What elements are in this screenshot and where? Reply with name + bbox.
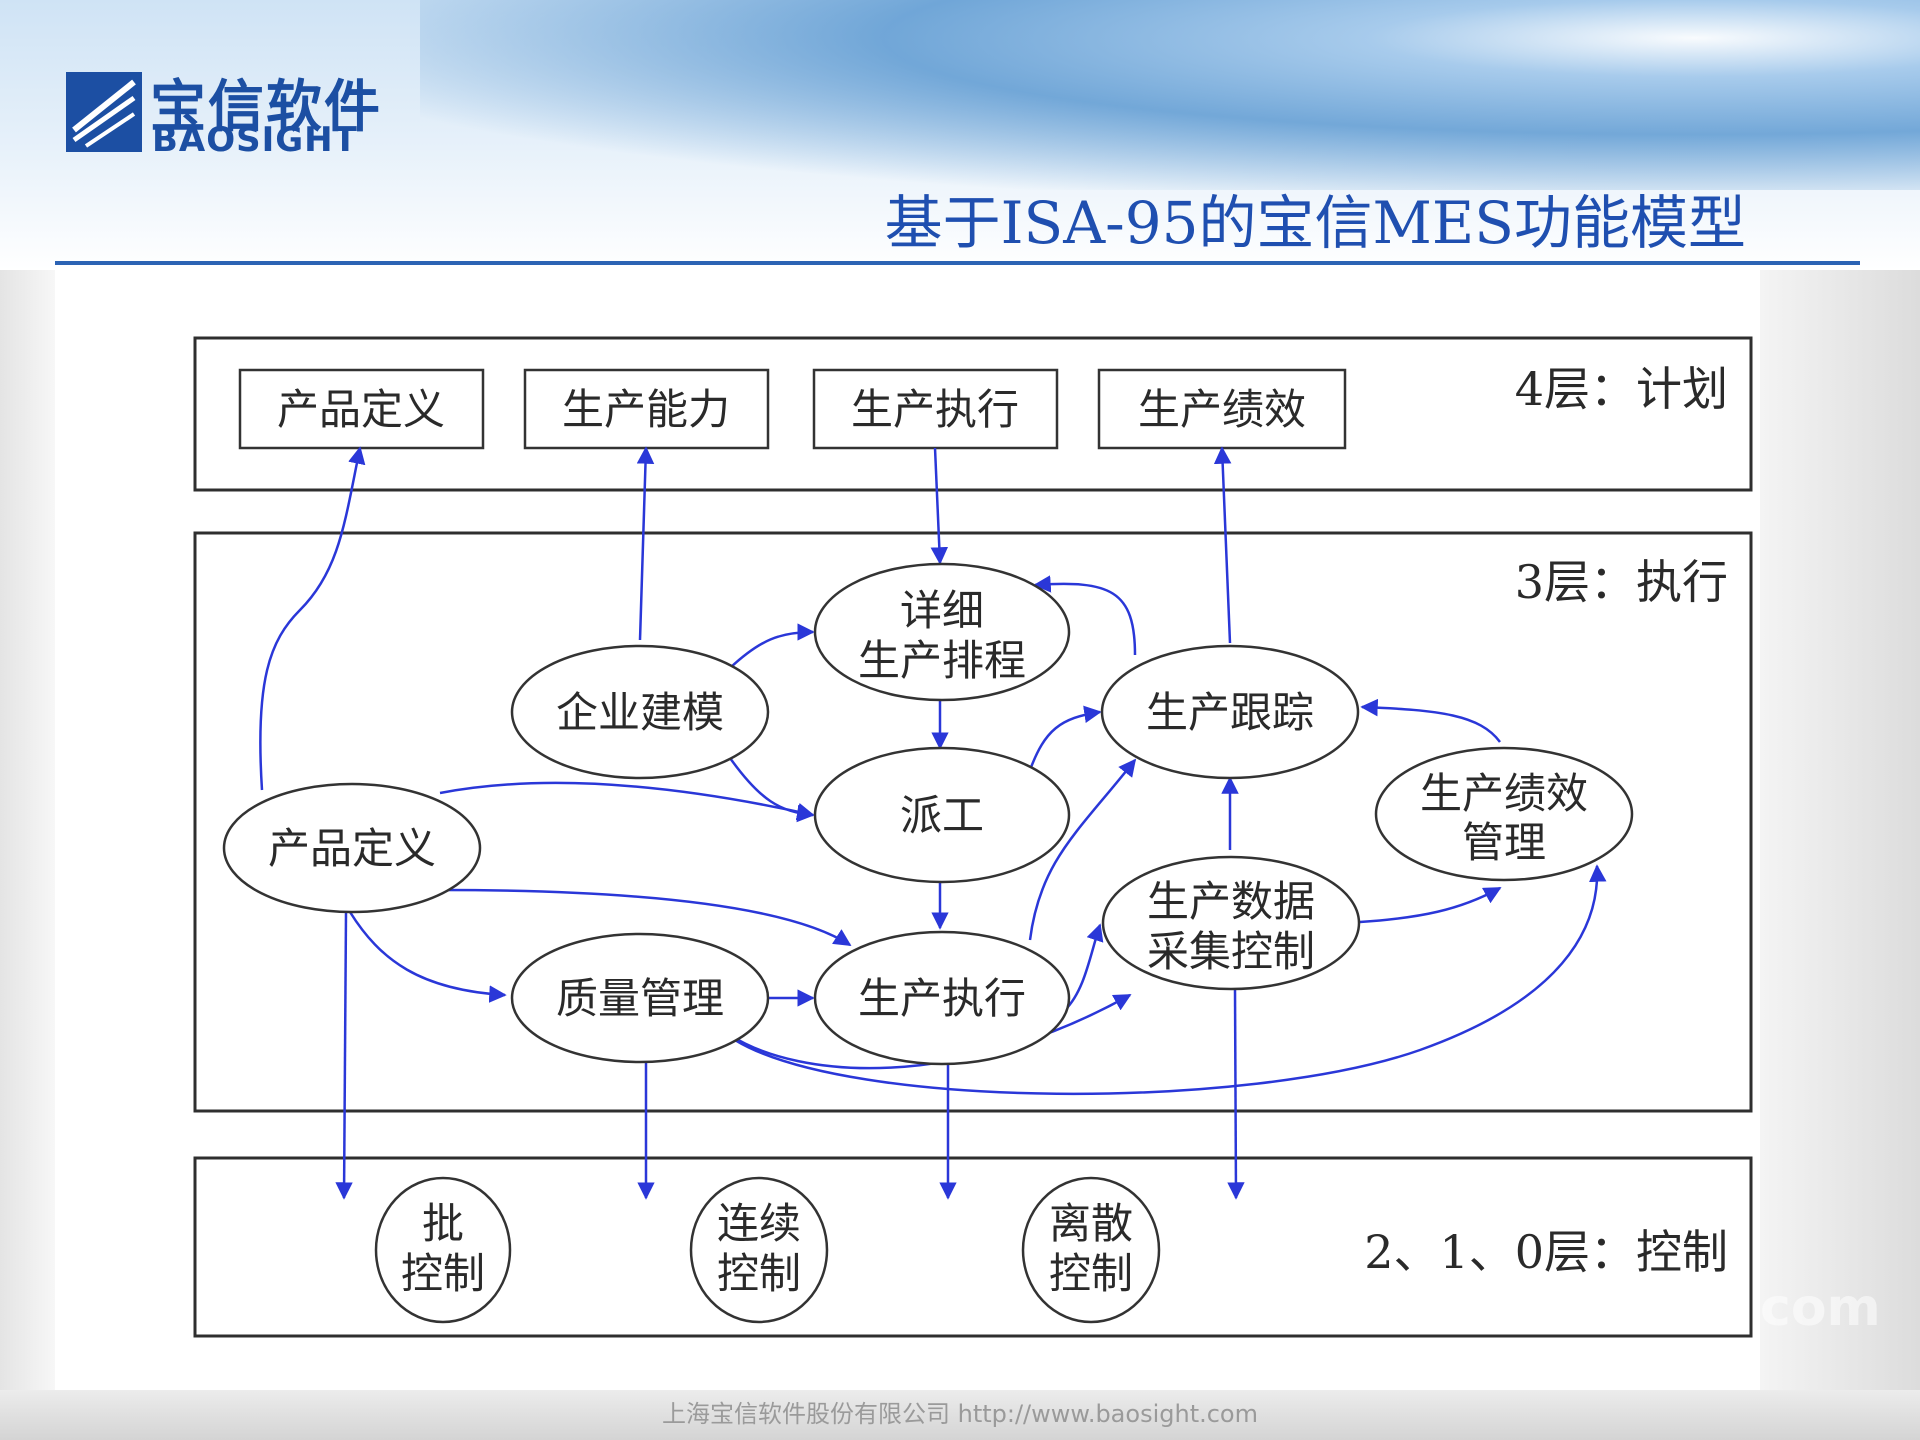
arrow-dispatch-to-tracking [1028, 705, 1102, 771]
arrow-execution-to-data-collection [1064, 923, 1104, 1011]
node-quality-management [510, 932, 770, 1064]
layer-210-label: 2、1、0层：控制 [1364, 1225, 1728, 1279]
plan-box-production-performance [1097, 368, 1347, 450]
baosight-logo-icon [66, 72, 142, 152]
node-production-tracking [1100, 644, 1360, 780]
arrow-enterprise-to-scheduling [729, 623, 815, 669]
arrow-product-def-to-plan [259, 446, 366, 791]
node-product-definition [222, 782, 482, 914]
node-continuous-control-line1: 连续 [717, 1199, 801, 1248]
plan-box-product-definition [238, 368, 485, 450]
layer-3-label: 3层：执行 [1515, 555, 1728, 609]
node-discrete-control [1021, 1176, 1161, 1324]
node-discrete-control-line1: 离散 [1049, 1199, 1133, 1248]
node-dispatching-label: 派工 [900, 791, 984, 840]
arrow-enterprise-modeling-to-capability [636, 446, 655, 641]
left-margin-decoration [0, 270, 55, 1410]
node-production-execution [813, 930, 1071, 1066]
brand-name-en: BAOSIGHT [152, 120, 358, 160]
node-batch-control-line2: 控制 [401, 1249, 485, 1298]
layer-4-label: 4层：计划 [1515, 362, 1728, 416]
node-detailed-scheduling [813, 562, 1071, 702]
arrow-product-def-to-quality [348, 911, 507, 1003]
node-performance-management-line1: 生产绩效 [1420, 769, 1588, 818]
brand-name-cn: 宝信软件 [150, 75, 382, 140]
node-data-collection [1101, 855, 1361, 991]
node-detailed-scheduling-line1: 详细 [900, 586, 984, 635]
plan-box-production-execution [812, 368, 1059, 450]
node-batch-control [374, 1176, 512, 1324]
plan-box-production-performance-label: 生产绩效 [1138, 385, 1306, 434]
node-performance-management [1374, 746, 1634, 882]
node-dispatching [813, 746, 1071, 884]
node-continuous-control-line2: 控制 [717, 1249, 801, 1298]
header-decoration [420, 0, 1920, 190]
node-continuous-control [689, 1176, 829, 1324]
arrow-product-def-to-dispatch [439, 781, 815, 821]
node-performance-management-line2: 管理 [1462, 818, 1546, 867]
watermark-text: com [1760, 1278, 1881, 1338]
plan-box-production-execution-label: 生产执行 [851, 385, 1019, 434]
arrow-tracking-to-performance [1213, 446, 1232, 644]
arrow-to-batch-control [335, 911, 353, 1200]
plan-box-production-capability [523, 368, 770, 450]
arrow-execution-to-tracking [1028, 758, 1137, 941]
right-margin-decoration [1760, 270, 1920, 1410]
node-data-collection-line1: 生产数据 [1147, 877, 1315, 926]
arrow-tracking-to-scheduling [1033, 575, 1137, 656]
node-production-tracking-label: 生产跟踪 [1146, 688, 1314, 737]
slide-title: 基于ISA-95的宝信MES功能模型 [884, 189, 1746, 257]
arrow-data-collection-to-performance [1359, 886, 1502, 924]
footer-band [0, 1390, 1920, 1440]
arrow-product-def-to-execution [439, 888, 852, 947]
node-discrete-control-line2: 控制 [1049, 1249, 1133, 1298]
node-batch-control-line1: 批 [422, 1199, 464, 1248]
arrow-performance-to-tracking [1360, 698, 1502, 743]
arrow-quality-to-performance [734, 864, 1607, 1096]
plan-box-product-definition-label: 产品定义 [277, 385, 445, 434]
node-data-collection-line2: 采集控制 [1147, 927, 1315, 976]
arrow-data-collection-down [1227, 989, 1245, 1200]
plan-box-production-capability-label: 生产能力 [562, 385, 730, 434]
node-enterprise-modeling [510, 644, 770, 780]
node-production-execution-label: 生产执行 [858, 974, 1026, 1023]
node-product-definition-label: 产品定义 [268, 824, 436, 873]
node-quality-management-label: 质量管理 [556, 974, 724, 1023]
node-detailed-scheduling-line2: 生产排程 [858, 636, 1026, 685]
footer-text: 上海宝信软件股份有限公司 http://www.baosight.com [661, 1400, 1258, 1428]
header-divider [55, 261, 1860, 265]
arrow-quality-to-data-collection [729, 993, 1132, 1070]
node-enterprise-modeling-label: 企业建模 [556, 688, 724, 737]
arrow-plan-execution-to-scheduling [930, 447, 949, 565]
flow-arrows [259, 446, 1607, 1200]
